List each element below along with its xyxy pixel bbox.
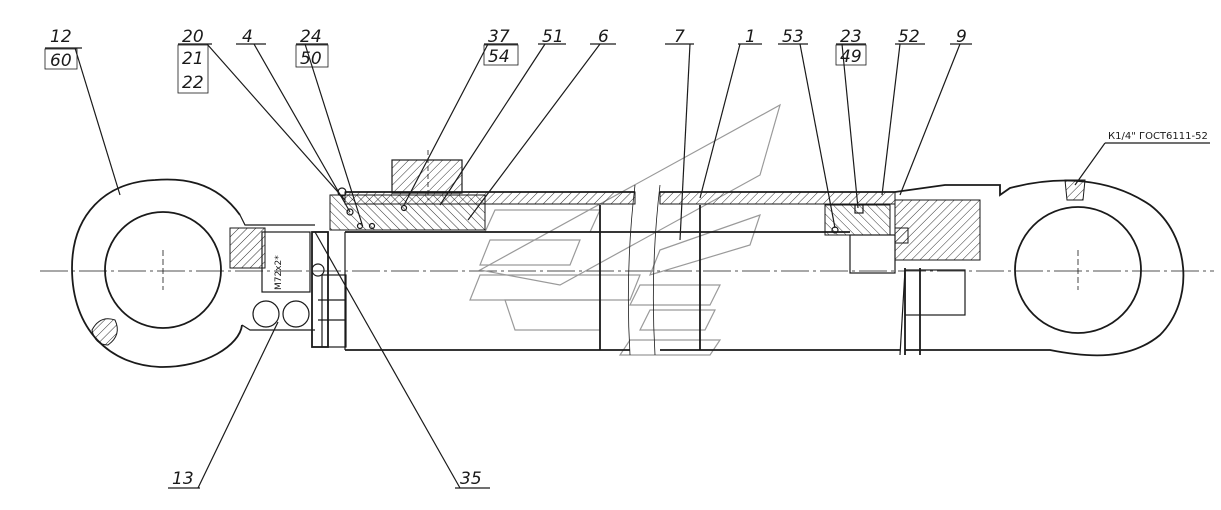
callout-23: 23 (840, 27, 862, 47)
callout-37: 37 (488, 27, 510, 47)
callout-9: 9 (956, 27, 967, 47)
callout-13: 13 (172, 469, 194, 489)
callout-53: 53 (782, 27, 804, 47)
callout-52: 52 (898, 27, 920, 47)
piston-rod (344, 231, 900, 351)
callout-54: 54 (488, 47, 510, 67)
callout-51: 51 (542, 27, 564, 47)
callout-4: 4 (242, 27, 253, 47)
callout-50: 50 (300, 49, 322, 69)
callout-12: 12 (50, 27, 72, 47)
callout-labels: 12 60 20 21 22 4 24 50 37 54 51 6 7 1 53… (50, 27, 1208, 489)
rear-cap-eye-right (894, 179, 1185, 357)
piston (824, 204, 896, 274)
callout-21: 21 (182, 49, 204, 69)
callout-35: 35 (460, 469, 482, 489)
callout-7: 7 (674, 27, 685, 47)
callout-24: 24 (300, 27, 322, 47)
gland-head (329, 150, 486, 231)
callout-1: 1 (745, 27, 756, 47)
rod-thread-note: M72x2* (274, 255, 284, 290)
rod-end-bolt-hole (311, 263, 325, 277)
rod-eye-left: M72x2* (71, 178, 347, 368)
watermark-logo (469, 103, 781, 356)
leader-lines (45, 43, 1210, 489)
callout-22: 22 (182, 73, 204, 93)
callout-60: 60 (50, 51, 72, 71)
label-boxes (44, 44, 867, 94)
port-note: К1/4" ГОСТ6111-52 (1108, 131, 1208, 142)
callout-20: 20 (182, 27, 204, 47)
callout-6: 6 (598, 27, 609, 47)
callout-49: 49 (840, 47, 862, 67)
